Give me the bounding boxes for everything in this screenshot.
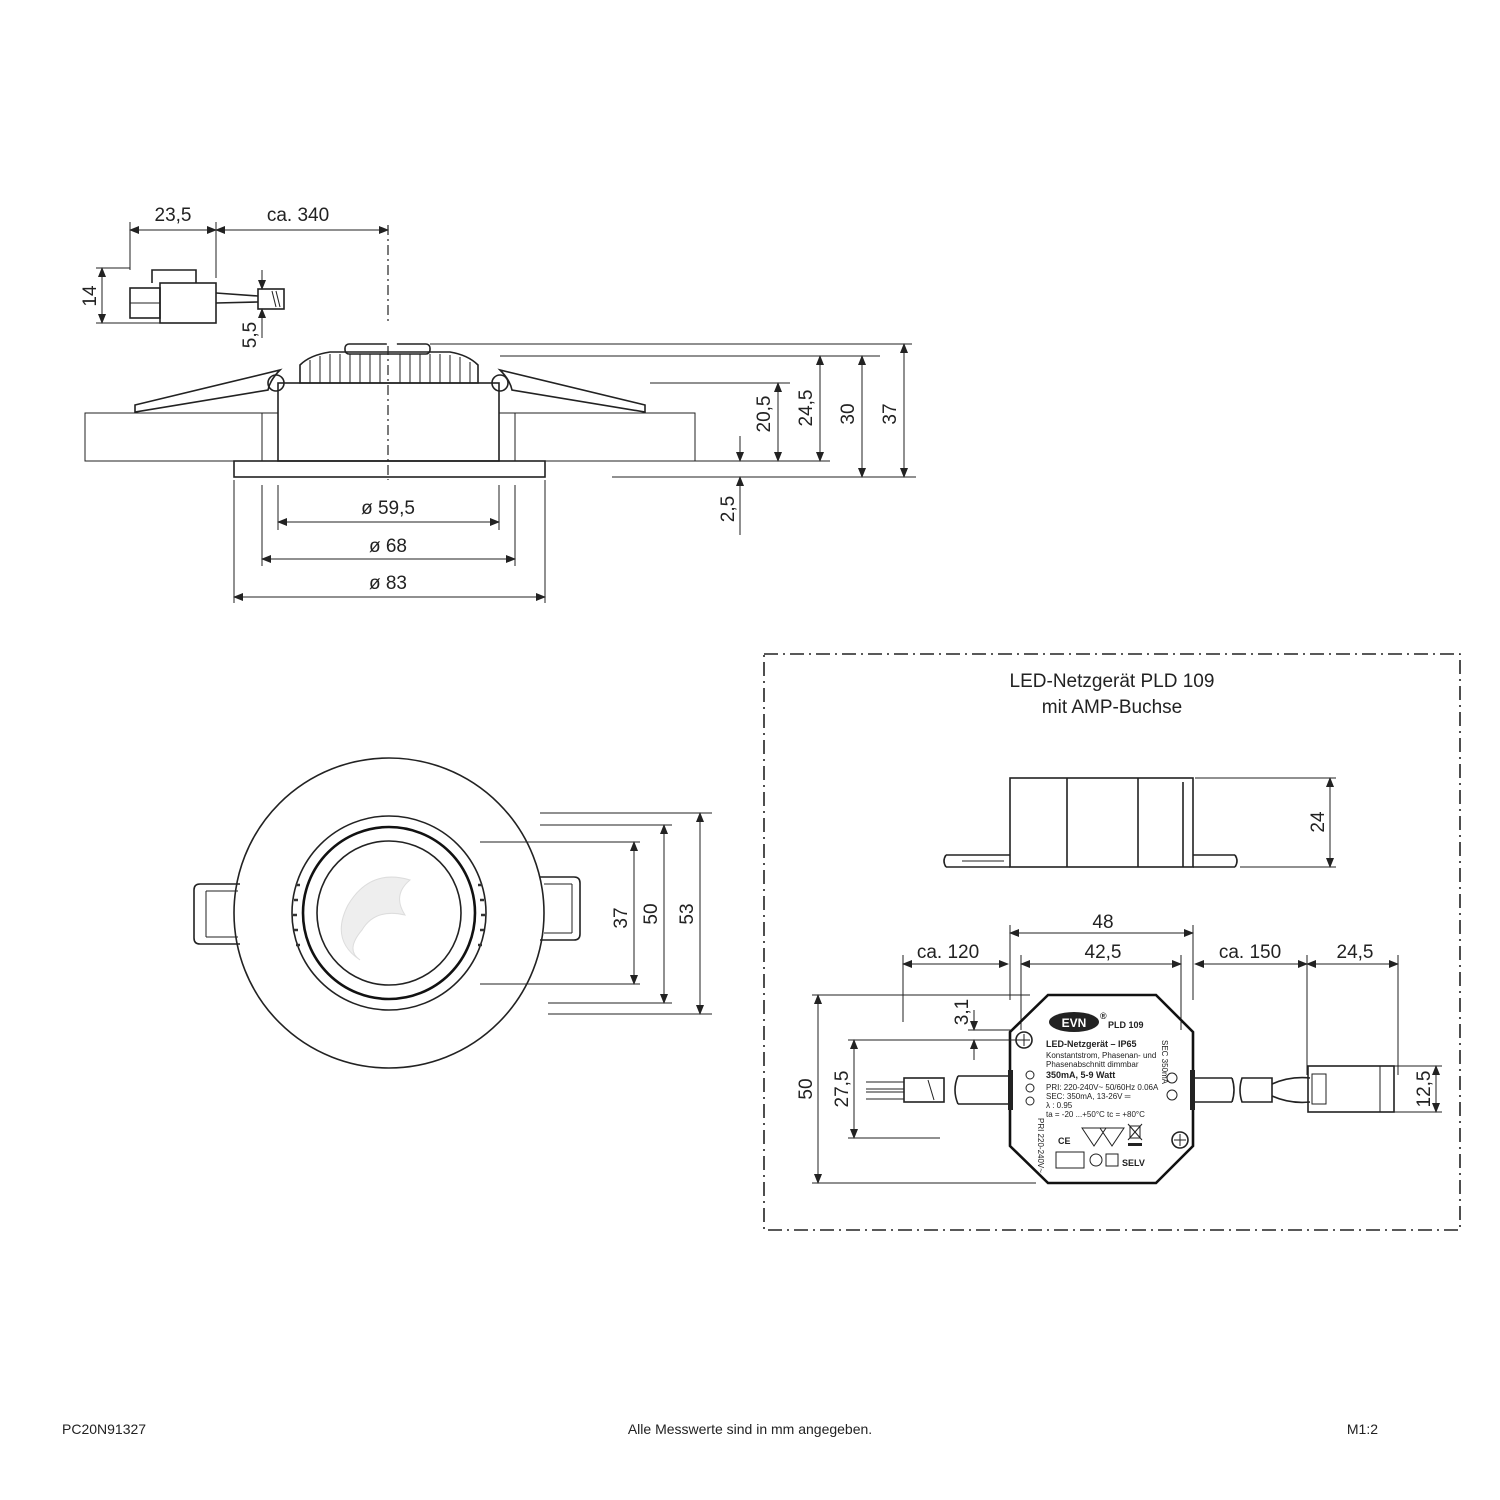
- spring-clip-left: [134, 368, 283, 413]
- dim-socket-12-5: 12,5: [1414, 1071, 1435, 1108]
- dim-diameter-83: ø 83: [369, 573, 407, 594]
- units-note: Alle Messwerte sind in mm angegeben.: [628, 1421, 872, 1437]
- inner-ring: [291, 815, 487, 1011]
- driver-title: LED-Netzgerät PLD 109: [1010, 671, 1215, 692]
- selv-mark: SELV: [1122, 1158, 1145, 1168]
- ceiling-section-left: [84, 412, 263, 462]
- driver-subtitle: mit AMP-Buchse: [1042, 697, 1182, 718]
- driver-panel: LED-Netzgerät PLD 109 mit AMP-Buchse 24 …: [763, 653, 1461, 1231]
- dim-top-37: 37: [611, 907, 632, 928]
- clip-tab-left: [193, 883, 240, 945]
- dim-height-24-5: 24,5: [796, 390, 817, 427]
- top-view: 37 50 53: [193, 757, 712, 1069]
- driver-label-line5: PRI: 220-240V~ 50/60Hz 0.06A: [1046, 1083, 1159, 1092]
- svg-text:EVN: EVN: [1062, 1016, 1087, 1030]
- svg-text:®: ®: [1100, 1011, 1107, 1021]
- dimmer-symbol: [1055, 1151, 1085, 1169]
- dim-height-37: 37: [880, 403, 901, 424]
- class-symbol: [1089, 1153, 1103, 1167]
- dim-top-53: 53: [677, 903, 698, 924]
- driver-frame: [763, 653, 1461, 1231]
- dim-offset-3-1: 3,1: [952, 999, 973, 1025]
- secondary-cable: [1193, 1077, 1232, 1103]
- insulation-symbol: [1105, 1153, 1119, 1167]
- bin-icon: [1129, 1125, 1141, 1139]
- dim-driver-width-48: 48: [1092, 912, 1113, 933]
- dim-height-30: 30: [838, 403, 859, 424]
- dim-flange-thickness: 2,5: [718, 496, 739, 522]
- dim-cable-length: ca. 340: [267, 205, 329, 226]
- driver-label-line4: 350mA, 5-9 Watt: [1046, 1070, 1115, 1080]
- mm-marks: [1081, 1127, 1125, 1147]
- driver-label-line3: Phasenabschnitt dimmbar: [1046, 1060, 1139, 1069]
- heat-sink: [299, 351, 479, 384]
- spring-clip-right: [497, 368, 646, 413]
- amp-socket: [1307, 1065, 1395, 1113]
- dim-diameter-59-5: ø 59,5: [361, 498, 415, 519]
- dim-plug-length: 23,5: [155, 205, 192, 226]
- drawing-scale: M1:2: [1347, 1421, 1378, 1437]
- sec-side-label: SEC 350mA: [1160, 1040, 1169, 1085]
- dim-top-50: 50: [641, 903, 662, 924]
- dim-mounting-27-5: 27,5: [832, 1071, 853, 1108]
- dim-height-20-5: 20,5: [754, 396, 775, 433]
- driver-side-housing: [1009, 777, 1194, 868]
- luminaire-flange: [233, 460, 546, 478]
- dim-driver-width-42-5: 42,5: [1085, 942, 1122, 963]
- dim-plug-24-5: 24,5: [1337, 942, 1374, 963]
- driver-label-line1: LED-Netzgerät – IP65: [1046, 1039, 1137, 1049]
- driver-label-line2: Konstantstrom, Phasenan- und: [1046, 1051, 1156, 1060]
- dim-cable-ca120: ca. 120: [917, 942, 979, 963]
- dim-driver-height: 24: [1308, 811, 1329, 833]
- side-view: 23,5 ca. 340 14 5,5 20,5 24,5 30 37 2,5: [80, 205, 916, 603]
- drawing-code: PC20N91327: [62, 1421, 146, 1437]
- dim-cable-ca150: ca. 150: [1219, 942, 1281, 963]
- clip-tab-right: [540, 876, 581, 941]
- screw-bottom-right: [1171, 1131, 1189, 1149]
- brand-logo: [1049, 1012, 1099, 1032]
- amp-plug: [159, 282, 217, 324]
- ceiling-section-right: [514, 412, 696, 462]
- pri-side-label: PRI 220-240V~: [1036, 1118, 1045, 1173]
- dim-cable-diameter: 5,5: [240, 322, 261, 348]
- outer-ring: [233, 757, 545, 1069]
- driver-label-line8: ta = -20 ...+50°C tc = +80°C: [1046, 1110, 1145, 1119]
- driver-label-line7: λ : 0.95: [1046, 1101, 1073, 1110]
- ce-mark: CE: [1058, 1136, 1071, 1146]
- dim-driver-height-50: 50: [796, 1078, 817, 1099]
- lens: [316, 840, 462, 986]
- lens-reflection: [340, 876, 412, 961]
- primary-cable: [958, 1075, 1010, 1105]
- driver-model: PLD 109: [1108, 1020, 1144, 1030]
- dim-plug-height: 14: [80, 285, 101, 307]
- dim-diameter-68: ø 68: [369, 536, 407, 557]
- driver-label-line6: SEC: 350mA, 13-26V ═: [1046, 1092, 1131, 1101]
